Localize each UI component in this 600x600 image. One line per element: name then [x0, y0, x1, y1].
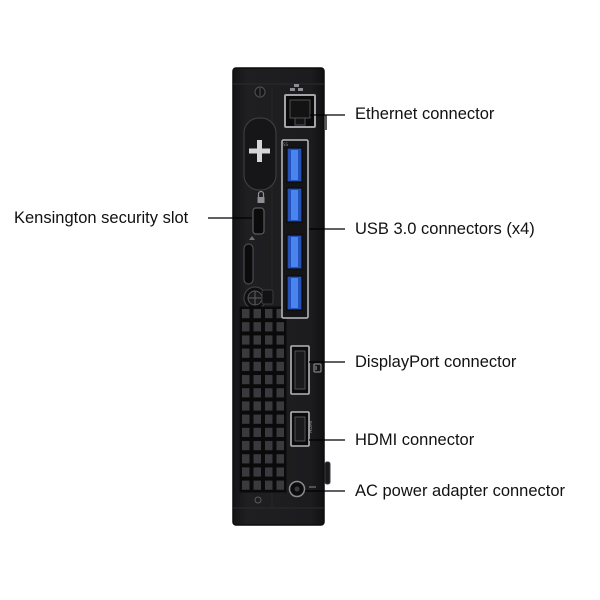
label-kensington-security-slot: Kensington security slot	[14, 209, 189, 227]
usb-port	[286, 147, 303, 183]
padlock-ring-slot	[243, 243, 254, 285]
usb-port	[286, 234, 303, 270]
slot-arrow	[249, 236, 255, 240]
plus-icon	[249, 140, 270, 162]
label-usb-connectors: USB 3.0 connectors (x4)	[355, 220, 535, 238]
usb-port	[286, 187, 303, 223]
latch	[261, 289, 274, 305]
displayport-icon	[313, 363, 322, 373]
power-icon	[254, 496, 262, 504]
vent-grille	[239, 306, 287, 493]
ac-power-port	[288, 480, 316, 498]
side-screw	[324, 461, 331, 485]
label-hdmi-connector: HDMI connector	[355, 431, 475, 449]
displayport-port	[290, 345, 322, 395]
leader-lines	[208, 114, 345, 492]
usb-logo-small: SS	[283, 142, 289, 147]
network-icon	[290, 84, 303, 91]
padlock-icon	[257, 190, 265, 203]
kensington-slot	[249, 190, 265, 240]
label-ethernet-connector: Ethernet connector	[355, 105, 495, 123]
hdmi-port: HDMI	[290, 411, 314, 447]
label-ac-power-adapter-connector: AC power adapter connector	[355, 482, 566, 500]
hdmi-logo: HDMI	[308, 421, 314, 433]
ethernet-port	[284, 84, 316, 128]
usb-port	[286, 275, 303, 311]
label-displayport-connector: DisplayPort connector	[355, 353, 517, 371]
usb-port-group: SS	[281, 139, 309, 319]
